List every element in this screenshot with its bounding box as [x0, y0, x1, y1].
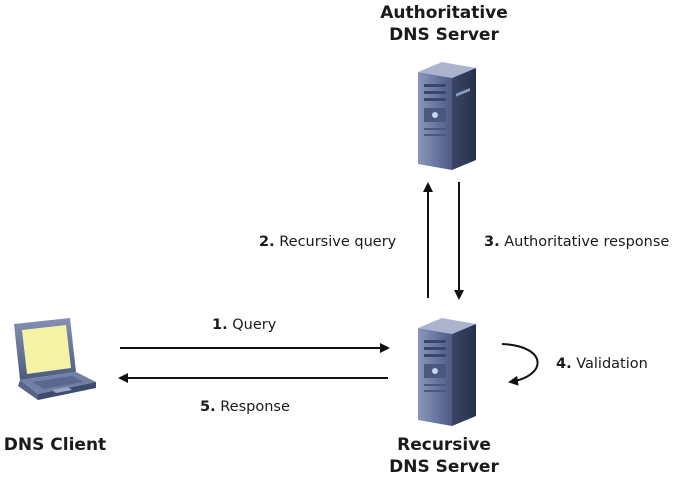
edge-step-2: 2.	[259, 234, 275, 250]
edge-step-3: 3.	[484, 234, 500, 250]
edge-label-query: 1. Query	[212, 316, 276, 334]
authoritative-server-icon	[418, 62, 476, 170]
client-title-text: DNS Client	[3, 435, 107, 455]
edge-label-validation: 4. Validation	[556, 355, 648, 373]
client-title: DNS Client	[0, 434, 110, 456]
edge-text-4: Validation	[576, 356, 648, 372]
arrow-validation	[501, 343, 539, 386]
recursive-title-line1: Recursive	[397, 435, 491, 455]
edge-text-2: Recursive query	[279, 234, 397, 250]
authoritative-server-title: Authoritative DNS Server	[364, 2, 524, 46]
edge-label-recursive-query: 2. Recursive query	[259, 233, 396, 251]
recursive-server-icon	[418, 318, 476, 426]
edge-text-3: Authoritative response	[504, 234, 670, 250]
edge-step-5: 5.	[200, 399, 216, 415]
recursive-server-title: Recursive DNS Server	[364, 434, 524, 478]
edge-step-1: 1.	[212, 317, 228, 333]
edge-text-5: Response	[220, 399, 290, 415]
authoritative-title-line1: Authoritative	[380, 3, 508, 23]
edge-label-authoritative-response: 3. Authoritative response	[484, 233, 669, 251]
authoritative-title-line2: DNS Server	[389, 25, 499, 45]
edge-step-4: 4.	[556, 356, 572, 372]
edge-label-response: 5. Response	[200, 398, 290, 416]
recursive-title-line2: DNS Server	[389, 457, 499, 477]
laptop-icon	[14, 318, 96, 400]
edge-text-1: Query	[232, 317, 277, 333]
